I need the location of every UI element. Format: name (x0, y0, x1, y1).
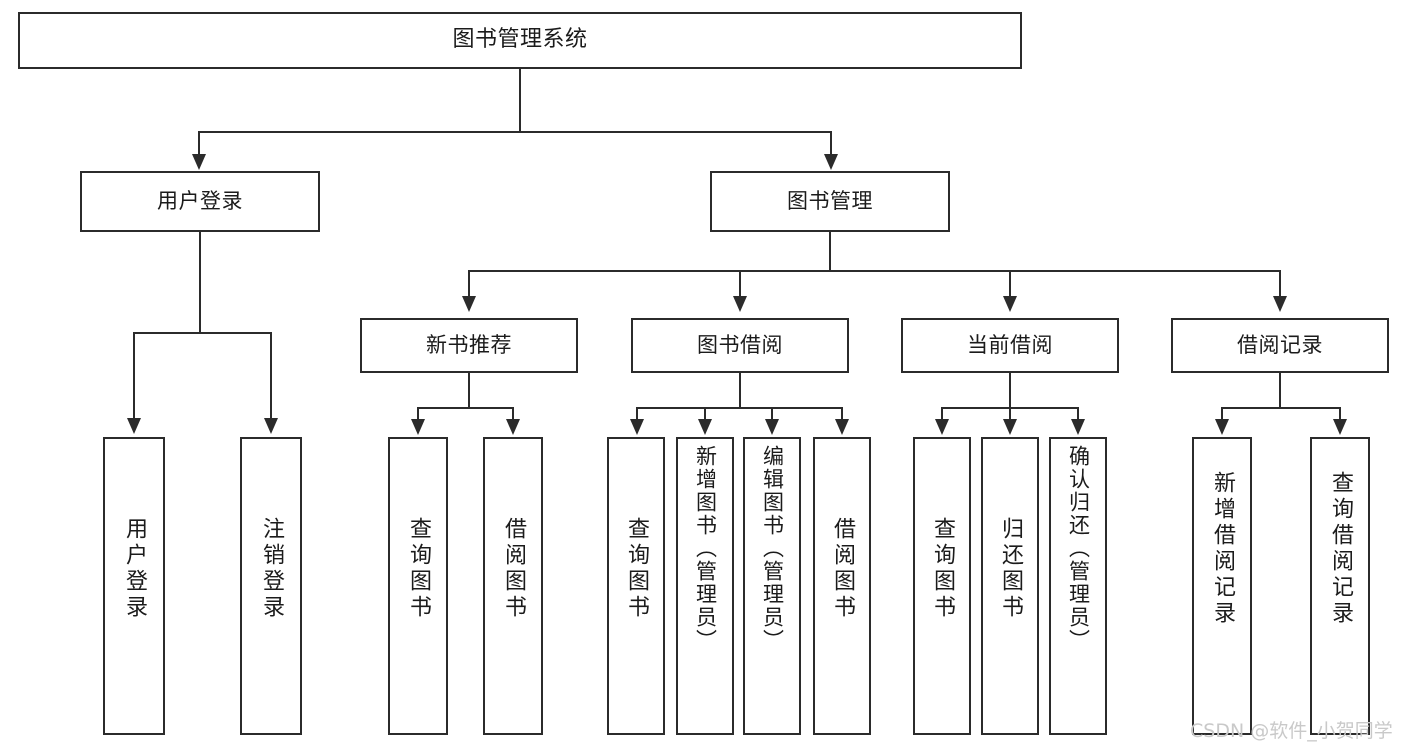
node-label: 图书管理 (787, 188, 873, 213)
connector-root-stem (519, 69, 521, 132)
connector-drop-borrow-2 (704, 407, 706, 421)
node-book-borrow[interactable]: 图书借阅 (631, 318, 849, 373)
connector-drop-borrow-4 (841, 407, 843, 421)
node-book-manage[interactable]: 图书管理 (710, 171, 950, 232)
leaf-current-query-book[interactable]: 查询图书 (913, 437, 971, 735)
node-user-login[interactable]: 用户登录 (80, 171, 320, 232)
arrow-leaf-current-confirm (1071, 419, 1085, 435)
node-label: 新书推荐 (426, 332, 512, 357)
arrow-leaf-recommend-query (411, 419, 425, 435)
node-label: 确认归还（管理员） (1066, 445, 1091, 652)
watermark-text: CSDN @软件_小贺同学 (1190, 720, 1393, 742)
connector-borrow-stem (739, 373, 741, 408)
node-label: 新增图书（管理员） (693, 445, 718, 652)
arrow-leaf-login-user (127, 418, 141, 434)
arrow-leaf-borrow-borrow (835, 419, 849, 435)
connector-drop-book-manage (830, 131, 832, 157)
node-current-borrow[interactable]: 当前借阅 (901, 318, 1119, 373)
node-label: 借阅记录 (1237, 332, 1323, 357)
arrow-leaf-borrow-query (630, 419, 644, 435)
leaf-recommend-query-book[interactable]: 查询图书 (388, 437, 448, 735)
leaf-recommend-borrow-book[interactable]: 借阅图书 (483, 437, 543, 735)
connector-recommend-stem (468, 373, 470, 408)
connector-drop-new-book (468, 270, 470, 298)
arrow-leaf-borrow-edit (765, 419, 779, 435)
arrow-leaf-login-logout (264, 418, 278, 434)
leaf-borrow-edit-book[interactable]: 编辑图书（管理员） (743, 437, 801, 735)
leaf-borrow-borrow-book[interactable]: 借阅图书 (813, 437, 871, 735)
arrow-book-borrow (733, 296, 747, 312)
connector-drop-login-1 (133, 332, 135, 420)
node-label: 注销登录 (259, 517, 284, 621)
connector-drop-current-borrow (1009, 270, 1011, 298)
node-label: 借阅图书 (830, 517, 855, 621)
leaf-borrow-query-book[interactable]: 查询图书 (607, 437, 665, 735)
node-label: 查询图书 (624, 517, 649, 621)
arrow-leaf-borrow-add (698, 419, 712, 435)
arrow-leaf-record-query (1333, 419, 1347, 435)
connector-drop-current-3 (1077, 407, 1079, 421)
connector-drop-borrow-record (1279, 270, 1281, 298)
leaf-current-return-book[interactable]: 归还图书 (981, 437, 1039, 735)
connector-book-manage-stem (829, 232, 831, 271)
node-label: 图书借阅 (697, 332, 783, 357)
node-label: 查询图书 (406, 517, 431, 621)
node-label: 用户登录 (157, 188, 243, 213)
leaf-current-confirm-return[interactable]: 确认归还（管理员） (1049, 437, 1107, 735)
connector-drop-login-2 (270, 332, 272, 420)
connector-drop-current-2 (1009, 407, 1011, 421)
node-label: 当前借阅 (967, 332, 1053, 357)
arrow-user-login (192, 154, 206, 170)
connector-root-bus (198, 131, 832, 133)
arrow-leaf-recommend-borrow (506, 419, 520, 435)
connector-drop-borrow-1 (636, 407, 638, 421)
arrow-borrow-record (1273, 296, 1287, 312)
arrow-leaf-current-query (935, 419, 949, 435)
connector-drop-record-1 (1221, 407, 1223, 421)
node-root-system[interactable]: 图书管理系统 (18, 12, 1022, 69)
node-label: 编辑图书（管理员） (760, 445, 785, 652)
connector-drop-recommend-1 (417, 407, 419, 421)
connector-drop-book-borrow (739, 270, 741, 298)
arrow-leaf-current-return (1003, 419, 1017, 435)
connector-book-manage-bus (468, 270, 1281, 272)
connector-drop-recommend-2 (512, 407, 514, 421)
connector-borrow-bus (636, 407, 842, 409)
node-label: 查询借阅记录 (1328, 471, 1353, 627)
arrow-new-book-recommend (462, 296, 476, 312)
connector-drop-current-1 (941, 407, 943, 421)
node-label: 归还图书 (998, 517, 1023, 621)
connector-record-stem (1279, 373, 1281, 408)
node-label: 查询图书 (930, 517, 955, 621)
connector-drop-record-2 (1339, 407, 1341, 421)
arrow-leaf-record-add (1215, 419, 1229, 435)
connector-drop-borrow-3 (771, 407, 773, 421)
node-borrow-record[interactable]: 借阅记录 (1171, 318, 1389, 373)
connector-current-stem (1009, 373, 1011, 408)
node-new-book-recommend[interactable]: 新书推荐 (360, 318, 578, 373)
connector-drop-user-login (198, 131, 200, 157)
leaf-record-add-record[interactable]: 新增借阅记录 (1192, 437, 1252, 735)
connector-user-login-stem (199, 232, 201, 333)
node-label: 用户登录 (122, 517, 147, 621)
node-label: 新增借阅记录 (1210, 471, 1235, 627)
leaf-login-user-login[interactable]: 用户登录 (103, 437, 165, 735)
leaf-record-query-record[interactable]: 查询借阅记录 (1310, 437, 1370, 735)
node-label: 图书管理系统 (452, 27, 588, 53)
connector-recommend-bus (417, 407, 513, 409)
connector-record-bus (1221, 407, 1340, 409)
connector-user-login-bus (133, 332, 271, 334)
leaf-login-logout[interactable]: 注销登录 (240, 437, 302, 735)
node-label: 借阅图书 (501, 517, 526, 621)
arrow-book-manage (824, 154, 838, 170)
leaf-borrow-add-book[interactable]: 新增图书（管理员） (676, 437, 734, 735)
arrow-current-borrow (1003, 296, 1017, 312)
